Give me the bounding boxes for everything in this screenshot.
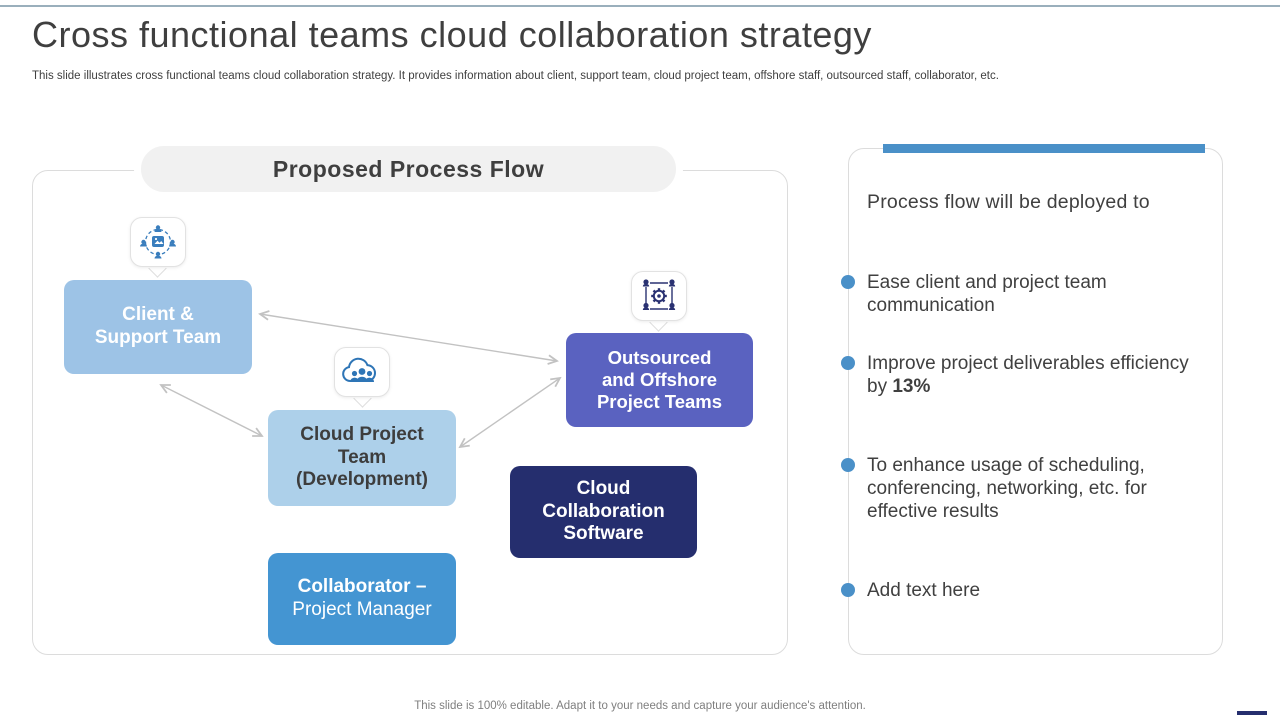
box-line: and Offshore bbox=[601, 368, 718, 390]
box-line: Project Teams bbox=[596, 391, 723, 413]
outsourced-icon-callout bbox=[631, 271, 687, 321]
cloud-team-icon bbox=[342, 357, 377, 382]
box-line: Collaboration bbox=[542, 500, 665, 522]
box-line: Collaborator – bbox=[297, 576, 427, 598]
cloud-collaboration-software-box: Cloud Collaboration Software bbox=[510, 466, 697, 558]
network-gear-icon bbox=[642, 279, 676, 310]
flow-header-label: Proposed Process Flow bbox=[272, 155, 545, 182]
bullet-item: Add text here bbox=[867, 580, 981, 601]
arrow-client-cloudproject bbox=[161, 385, 262, 436]
box-line: Client & bbox=[122, 304, 194, 326]
cloud-project-team-box: Cloud Project Team (Development) bbox=[268, 410, 456, 506]
flow-arrows bbox=[32, 170, 788, 655]
box-line: Cloud bbox=[576, 477, 631, 499]
bullet-item: Improve project deliverables efficiency … bbox=[867, 352, 1205, 398]
footer-note: This slide is 100% editable. Adapt it to… bbox=[414, 700, 866, 712]
bullet-dot bbox=[841, 356, 855, 370]
deployment-heading: Process flow will be deployed to bbox=[867, 191, 1150, 213]
bullet-item: To enhance usage of scheduling, conferen… bbox=[867, 455, 1147, 522]
outsourced-offshore-box: Outsourced and Offshore Project Teams bbox=[566, 333, 753, 427]
box-line: Project Manager bbox=[292, 599, 432, 620]
page-title: Cross functional teams cloud collaborati… bbox=[32, 14, 872, 55]
arrow-client-outsourced bbox=[260, 314, 557, 361]
arrow-cloudproject-outsourced bbox=[460, 378, 560, 447]
deployment-panel: Process flow will be deployed to Ease cl… bbox=[841, 148, 1223, 655]
team-target-icon bbox=[140, 225, 176, 259]
bullet-dot bbox=[841, 583, 855, 597]
bullet-text: Improve project deliverables efficiency … bbox=[867, 353, 1189, 397]
top-border-line bbox=[0, 5, 1280, 7]
box-line: Software bbox=[563, 523, 644, 545]
box-line: Outsourced bbox=[607, 346, 712, 368]
bullet-bold-value: 13% bbox=[892, 376, 931, 397]
flow-header: Proposed Process Flow bbox=[134, 139, 683, 199]
box-line: (Development) bbox=[296, 469, 428, 491]
panel-accent-bar bbox=[883, 144, 1205, 153]
slide-subtitle: This slide illustrates cross functional … bbox=[32, 70, 999, 82]
bullet-item: Ease client and project team communicati… bbox=[867, 272, 1107, 316]
client-support-team-box: Client & Support Team bbox=[64, 280, 252, 374]
corner-accent-dash bbox=[1237, 711, 1267, 715]
client-icon-callout bbox=[130, 217, 186, 267]
box-line: Cloud Project bbox=[300, 423, 424, 445]
collaborator-project-manager-box: Collaborator – Project Manager bbox=[268, 553, 456, 645]
bullet-dot bbox=[841, 275, 855, 289]
bullet-dot bbox=[841, 458, 855, 472]
cloud-project-icon-callout bbox=[334, 347, 390, 397]
box-line: Support Team bbox=[94, 327, 222, 348]
box-line: Team bbox=[337, 446, 387, 468]
